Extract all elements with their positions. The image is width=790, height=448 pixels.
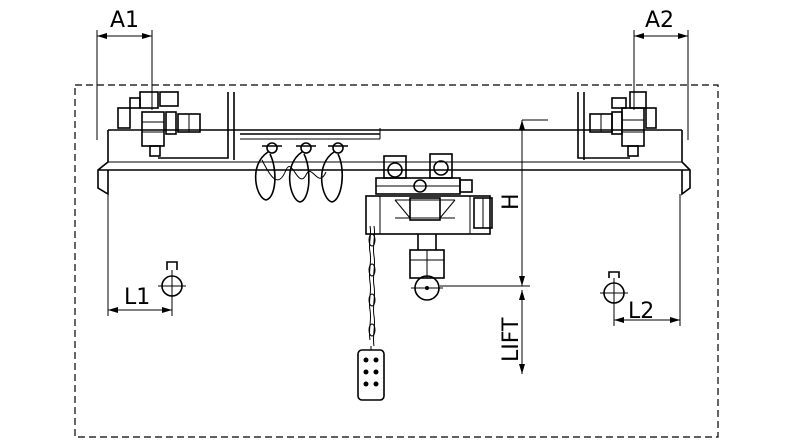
h-dimension: H (440, 119, 548, 287)
pendant-control (357, 225, 385, 401)
a1-label: A1 (110, 8, 139, 33)
l1-dimension: L1 (107, 194, 186, 316)
l2-dimension: L2 (600, 194, 681, 326)
a2-label: A2 (645, 8, 674, 33)
lift-label: LIFT (499, 317, 524, 362)
l2-label: L2 (628, 299, 654, 324)
l1-label: L1 (124, 285, 150, 310)
a2-dimension: A2 (633, 8, 689, 140)
right-end-drive (577, 91, 657, 160)
festoon-cable (240, 128, 381, 203)
main-girder (97, 129, 691, 196)
left-end-drive (117, 91, 235, 160)
runway-outline (74, 84, 719, 438)
lift-dimension: LIFT (499, 290, 525, 374)
h-label: H (499, 193, 524, 210)
a1-dimension: A1 (96, 8, 153, 140)
electric-hoist (365, 153, 493, 301)
